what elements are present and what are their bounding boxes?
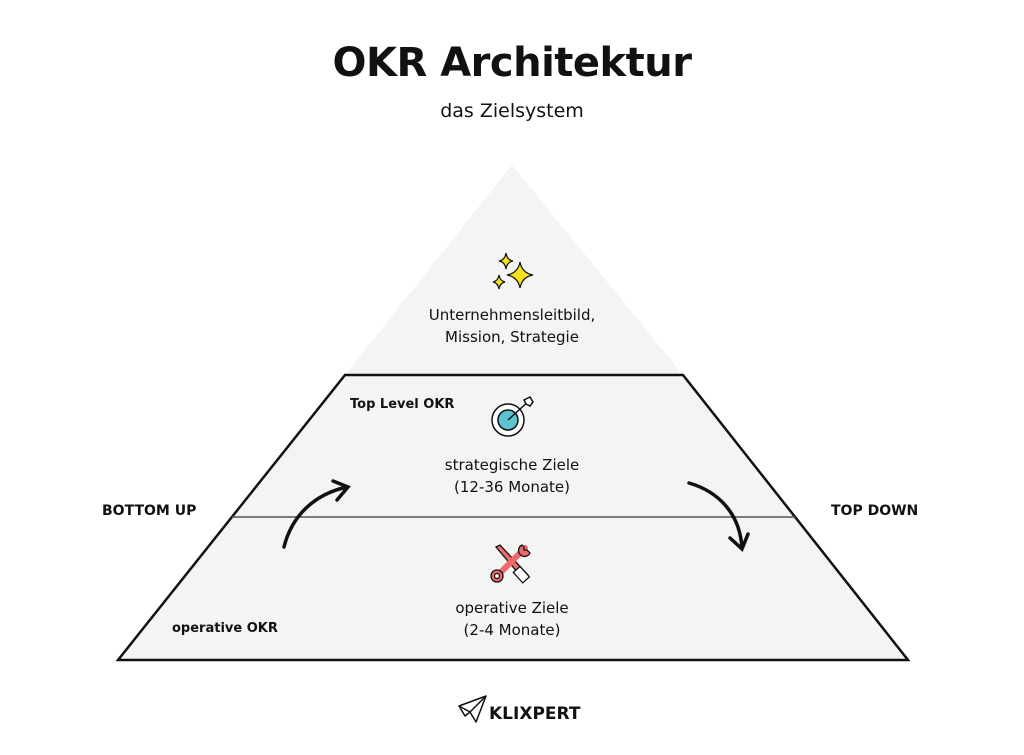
page-subtitle: das Zielsystem — [440, 100, 584, 122]
page-title: OKR Architektur — [332, 40, 692, 86]
top-level-okr-label: Top Level OKR — [350, 397, 455, 412]
operative-line-2: (2-4 Monate) — [463, 621, 561, 639]
strategic-line-1: strategische Ziele — [444, 456, 580, 474]
top-down-arrow-icon — [687, 481, 750, 553]
tools-icon — [490, 544, 531, 584]
bottom-up-label: BOTTOM UP — [102, 503, 197, 519]
klixpert-logo-icon — [458, 695, 487, 723]
sparkles-icon — [492, 252, 534, 290]
vision-text: Unternehmensleitbild, Mission, Strategie — [412, 304, 612, 348]
target-icon — [491, 396, 534, 437]
vision-line-2: Mission, Strategie — [445, 328, 579, 346]
vision-line-1: Unternehmensleitbild, — [428, 306, 596, 324]
top-down-label: TOP DOWN — [831, 503, 919, 519]
bottom-up-arrow-icon — [282, 479, 351, 549]
klixpert-logo-text: KLIXPERT — [489, 704, 581, 724]
operative-okr-label: operative OKR — [172, 621, 278, 636]
strategic-goals-text: strategische Ziele (12-36 Monate) — [412, 454, 612, 498]
vision-triangle — [345, 165, 683, 375]
strategic-line-2: (12-36 Monate) — [454, 478, 570, 496]
operative-goals-text: operative Ziele (2-4 Monate) — [412, 597, 612, 641]
operative-line-1: operative Ziele — [455, 599, 569, 617]
